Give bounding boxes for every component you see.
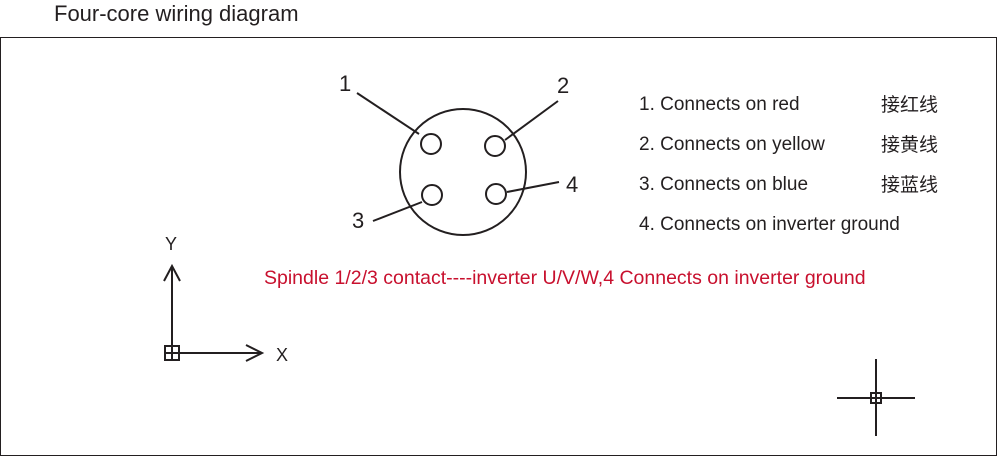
pin-label-3: 3: [352, 208, 365, 233]
pin-4-contact: [485, 183, 507, 205]
legend-item-1-cn: 接红线: [881, 94, 939, 116]
legend-item-3-cn: 接蓝线: [881, 174, 939, 196]
pin-3-leader: [372, 201, 423, 222]
pin-3-contact: [421, 184, 443, 206]
coordinate-axes: [163, 263, 265, 362]
pin-2-contact: [484, 135, 506, 157]
y-axis-arrowhead: [163, 263, 181, 282]
pin-1-leader: [356, 92, 420, 135]
legend-item-2: 2. Connects on yellow: [639, 134, 825, 155]
x-axis-label: X: [276, 345, 289, 365]
legend-item-1: 1. Connects on red: [639, 94, 800, 115]
legend-item-3: 3. Connects on blue: [639, 174, 809, 195]
connector: [356, 92, 560, 236]
wiring-note: Spindle 1/2/3 contact----inverter U/V/W,…: [264, 267, 866, 289]
y-axis-label: Y: [165, 234, 178, 254]
legend-item-2-cn: 接黄线: [881, 134, 939, 156]
pin-label-4: 4: [566, 172, 579, 197]
x-axis-arrowhead: [245, 344, 265, 362]
pin-label-2: 2: [557, 73, 570, 98]
connector-body: [399, 108, 527, 236]
legend-item-4: 4. Connects on inverter ground: [639, 214, 900, 235]
pin-4-leader: [506, 181, 560, 193]
pin-1-contact: [420, 133, 442, 155]
diagram-frame: [0, 37, 997, 456]
crosshair-icon: [837, 359, 915, 436]
pin-label-1: 1: [339, 71, 352, 96]
pin-2-leader: [504, 100, 559, 141]
page-title: Four-core wiring diagram: [54, 1, 299, 26]
